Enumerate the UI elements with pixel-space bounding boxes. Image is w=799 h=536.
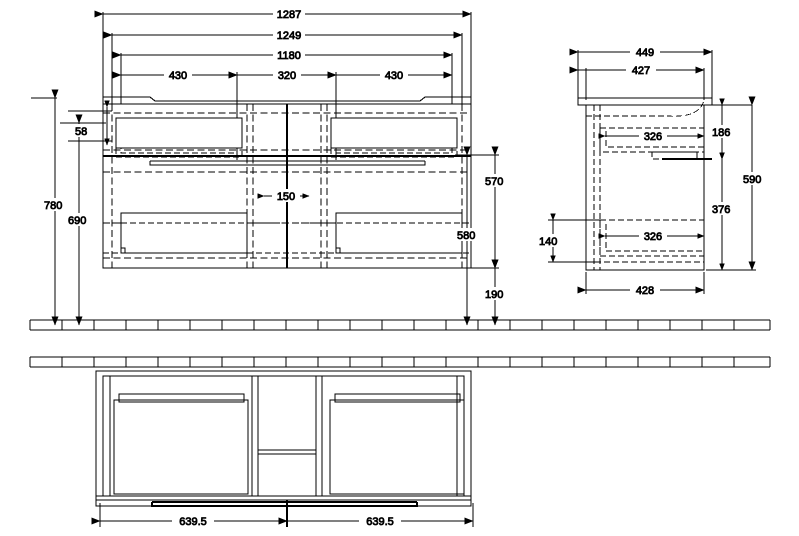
side-cabinet-body [577,97,713,271]
dimension-580: 580 [454,146,484,326]
dimension-label: 150 [277,191,295,203]
front-extension-lines [102,12,472,160]
dimension-1287: 1287 [94,7,472,21]
dimension-186: 186 [706,98,752,160]
dimension-label: 449 [636,47,654,59]
front-lower-drawer-fronts [120,212,463,254]
plan-right-panel [329,393,465,495]
dimension-430-right: 430 [327,68,453,82]
dimension-320-center: 320 [228,68,337,82]
dimension-label: 428 [636,285,654,297]
hatch-ticks [29,357,771,367]
dimension-label: 376 [712,204,730,216]
dimension-1249: 1249 [103,28,463,42]
dimension-140: 140 [536,213,600,263]
dimension-label: 320 [278,70,296,82]
dimension-label: 58 [75,126,87,138]
front-lower-drawer-hidden [103,222,471,254]
plan-center-section [251,376,323,496]
dimension-639-5-right: 639.5 [278,514,474,528]
dimension-428: 428 [577,272,705,297]
dimension-639-5-left: 639.5 [91,514,288,528]
dimension-190: 190 [455,259,512,326]
dimension-label: 430 [385,70,403,82]
dimension-label: 1180 [277,50,301,62]
dimension-690: 690 [60,114,106,326]
dimension-427: 427 [569,63,705,77]
hatch-ticks [29,320,771,330]
dimension-label: 190 [485,289,503,301]
dimension-label: 580 [457,230,475,242]
dimension-1180: 1180 [112,48,453,62]
dimension-label: 140 [539,236,557,248]
cabinet-front-body [102,96,472,269]
dimension-58: 58 [68,100,112,146]
dimension-326-lower: 326 [598,229,705,243]
plan-cabinet-outline [95,370,472,501]
dimension-label: 570 [485,176,503,188]
front-elevation-view: 1287 1249 1180 430 320 430 [31,7,512,326]
dimension-label: 186 [712,127,730,139]
dimension-590: 590 [706,96,770,271]
front-drawer-corner-notches [121,247,341,253]
dimension-label: 430 [169,70,187,82]
dimension-label: 1287 [277,9,301,21]
side-elevation-view: 449 427 [536,45,770,297]
dimension-label: 427 [632,65,650,77]
plan-left-panel [113,393,249,495]
dimension-label: 639.5 [179,516,207,528]
dimension-326-upper: 326 [598,129,705,143]
hatch-band-upper [29,319,771,331]
dimension-label: 326 [644,231,662,243]
plan-plinth [95,495,472,507]
dimension-449: 449 [569,45,713,59]
dimension-label: 590 [743,174,761,186]
dimension-label: 780 [44,200,62,212]
dimension-780: 780 [31,89,70,326]
dimension-label: 639.5 [366,516,394,528]
plan-view: 639.5 639.5 [91,370,474,528]
dimension-label: 690 [68,215,86,227]
front-upper-drawer-fronts [115,117,458,149]
dimension-570: 570 [455,146,512,269]
dimension-label: 326 [644,131,662,143]
dimension-label: 1249 [277,30,301,42]
dimension-376: 376 [709,152,739,271]
dimension-430-left: 430 [112,68,238,82]
hatch-band-lower [29,356,771,368]
dimension-150: 150 [257,189,310,203]
